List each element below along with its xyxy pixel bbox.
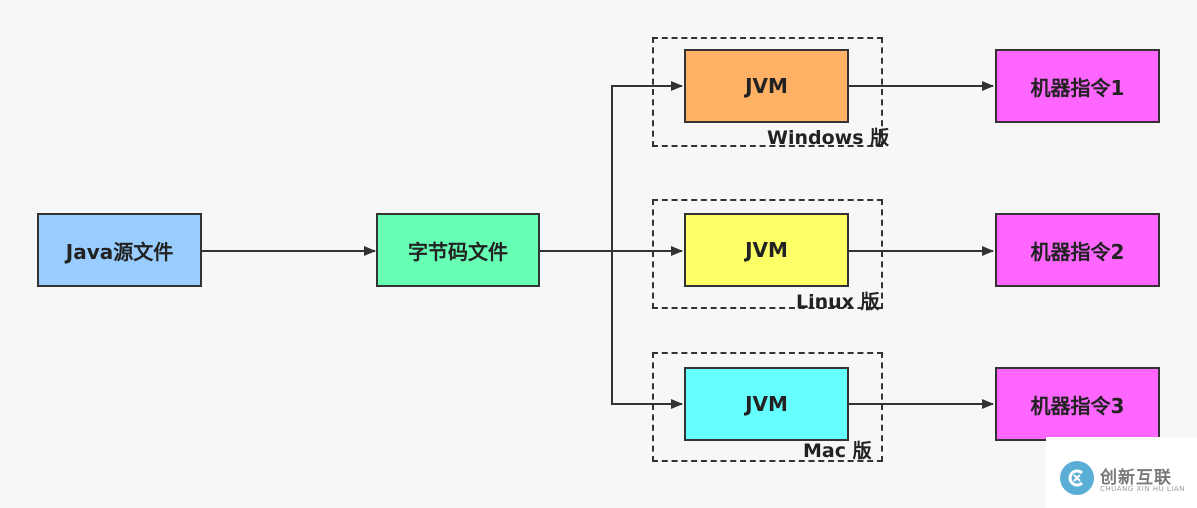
watermark: 创新互联 CHUANG XIN HU LIAN bbox=[1046, 437, 1197, 508]
jvm-mac-group bbox=[652, 352, 883, 462]
machine-instruction-3-node: 机器指令3 bbox=[995, 367, 1160, 441]
source-file-node: Java源文件 bbox=[37, 213, 202, 287]
jvm-mac-node: JVM bbox=[684, 367, 849, 441]
jvm-windows-node: JVM bbox=[684, 49, 849, 123]
jvm-linux-group bbox=[652, 199, 883, 309]
machine-instruction-2-node: 机器指令2 bbox=[995, 213, 1160, 287]
jvm-mac-platform-label: Mac 版 bbox=[803, 440, 872, 462]
jvm-windows-platform-label: Windows 版 bbox=[767, 127, 890, 149]
swirl-logo-icon bbox=[1060, 461, 1094, 495]
jvm-windows-group bbox=[652, 37, 883, 147]
watermark-text: 创新互联 bbox=[1100, 468, 1172, 488]
watermark-subtext: CHUANG XIN HU LIAN bbox=[1100, 485, 1185, 493]
jvm-linux-platform-label: Linux 版 bbox=[796, 291, 880, 313]
connector-bytecode-to-mac bbox=[611, 251, 683, 409]
jvm-linux-node: JVM bbox=[684, 213, 849, 287]
machine-instruction-1-node: 机器指令1 bbox=[995, 49, 1160, 123]
bytecode-file-node: 字节码文件 bbox=[376, 213, 540, 287]
